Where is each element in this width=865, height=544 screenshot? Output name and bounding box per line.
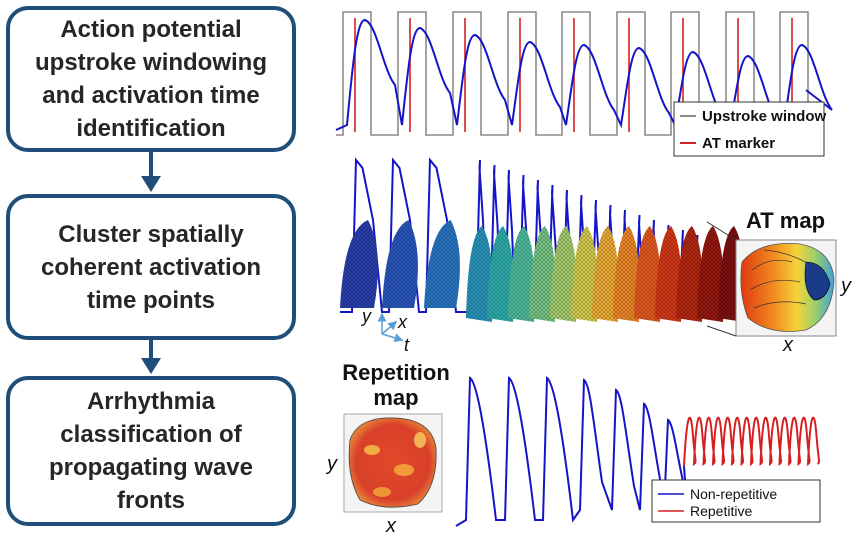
axis-y-label: y: [360, 306, 372, 326]
legend-repetitive: Repetitive: [690, 503, 752, 519]
step-box-classification: Arrhythmia classification of propagating…: [6, 376, 296, 526]
at-map-y-label: y: [839, 275, 852, 297]
legend-upstroke-window: Upstroke window: [702, 108, 827, 125]
legend-at-marker: AT marker: [702, 135, 775, 152]
flow-arrow-1: [141, 152, 161, 192]
panel1-legend: Upstroke window AT marker: [673, 101, 827, 157]
upstroke-window-trace: [336, 11, 809, 136]
step-box-clustering: Cluster spatially coherent activation ti…: [6, 194, 296, 340]
legend-non-repetitive: Non-repetitive: [690, 486, 777, 502]
repetition-map: y x: [325, 413, 443, 537]
repetition-map-title-line1: Repetition: [342, 360, 450, 385]
step-box-windowing: Action potential upstroke windowing and …: [6, 6, 296, 152]
step-windowing-text: Action potential upstroke windowing and …: [35, 16, 267, 142]
step-classification-text: Arrhythmia classification of propagating…: [48, 388, 254, 514]
xyt-axes-indicator: y x t: [360, 306, 410, 355]
step-clustering-text: Cluster spatially coherent activation ti…: [40, 220, 262, 314]
panel3-legend: Non-repetitive Repetitive: [651, 479, 821, 523]
repetitive-signal: [683, 416, 821, 467]
repetition-map-x-label: x: [385, 515, 397, 537]
axis-x-label: x: [397, 312, 408, 332]
activation-clusters: [340, 220, 745, 322]
at-map-title: AT map: [746, 208, 825, 233]
repetition-map-y-label: y: [325, 453, 338, 475]
non-repetitive-signal: [455, 376, 687, 527]
at-map-x-label: x: [782, 334, 794, 356]
action-potential-signal: [335, 18, 833, 131]
axis-t-label: t: [404, 335, 410, 355]
flow-arrow-2: [141, 340, 161, 374]
repetition-map-title-line2: map: [373, 385, 418, 410]
at-map: AT map y x: [706, 208, 852, 356]
